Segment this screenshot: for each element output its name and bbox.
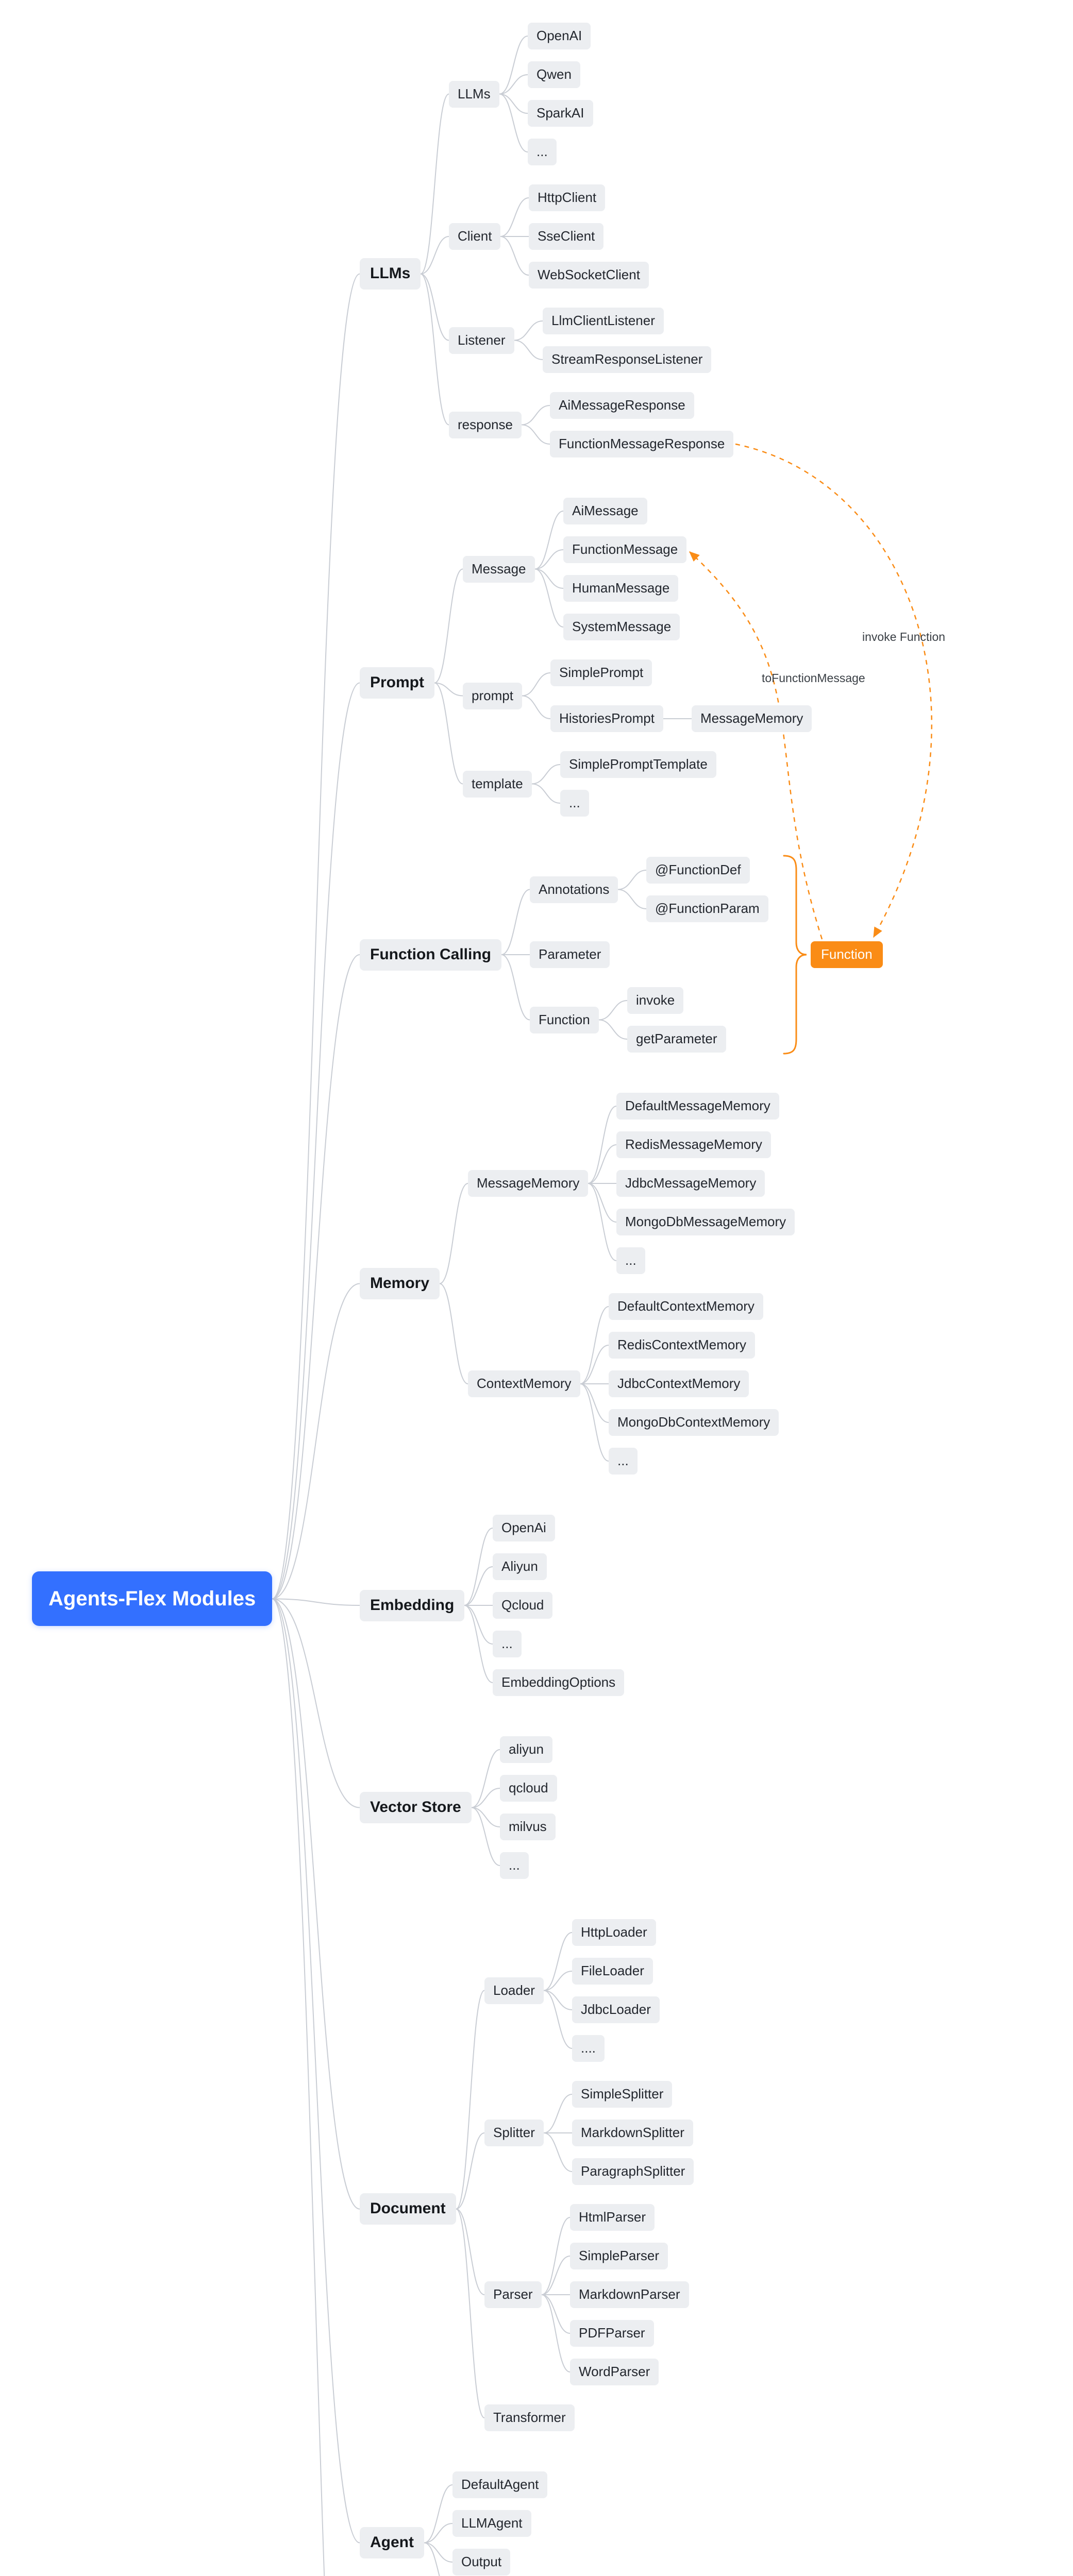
mindmap-node-wordparser: WordParser: [570, 2359, 659, 2385]
mindmap-node-ellipsis: ...: [493, 1631, 522, 1657]
mindmap-node-memory: Memory: [360, 1268, 440, 1299]
mindmap-node-jdbcmessagememory: JdbcMessageMemory: [616, 1170, 765, 1197]
mindmap-node-humanmessage: HumanMessage: [563, 575, 679, 602]
mindmap-node-rediscontextmemory: RedisContextMemory: [609, 1332, 755, 1359]
mindmap-node-simpleparser: SimpleParser: [570, 2243, 668, 2269]
mindmap-node-functionmessage: FunctionMessage: [563, 536, 687, 563]
mindmap-node-messagememory: MessageMemory: [468, 1170, 589, 1197]
mindmap-node-function-calling: Function Calling: [360, 939, 501, 971]
mindmap-node-invoke: invoke: [627, 987, 684, 1014]
mindmap-node-parameter: Parameter: [530, 941, 610, 968]
mindmap-node-getparameter: getParameter: [627, 1026, 726, 1053]
mindmap-node-openai: OpenAi: [493, 1515, 555, 1541]
mindmap-node-pdfparser: PDFParser: [570, 2320, 654, 2347]
mindmap-node-htmlparser: HtmlParser: [570, 2204, 655, 2231]
mindmap-node-simpleprompttemplate: SimplePromptTemplate: [560, 751, 716, 778]
mindmap-node-aliyun: aliyun: [500, 1736, 552, 1763]
mindmap-node-document: Document: [360, 2193, 456, 2225]
mindmap-node-mongodbcontextmemory: MongoDbContextMemory: [609, 1409, 779, 1436]
mindmap-node-embeddingoptions: EmbeddingOptions: [493, 1669, 625, 1696]
mindmap-node-splitter: Splitter: [484, 2120, 544, 2146]
mindmap-node-contextmemory: ContextMemory: [468, 1370, 580, 1397]
mindmap-node-functiondef: @FunctionDef: [646, 857, 750, 884]
mindmap-node-aimessageresponse: AiMessageResponse: [550, 392, 694, 419]
mindmap-node-llms: LLMs: [449, 81, 499, 108]
mindmap-node-historiesprompt: HistoriesPrompt: [550, 705, 663, 732]
mindmap-node-listener: Listener: [449, 327, 514, 354]
mindmap-node-ellipsis: ...: [500, 1852, 529, 1879]
mindmap-node-qcloud: qcloud: [500, 1775, 557, 1802]
mindmap-node-output: Output: [452, 2549, 511, 2575]
mindmap-node-template: template: [463, 771, 532, 798]
mindmap-node-ellipsis: ...: [560, 790, 589, 817]
mindmap-node-transformer: Transformer: [484, 2404, 575, 2431]
mindmap-node-llms: LLMs: [360, 258, 421, 290]
mindmap-node-redismessagememory: RedisMessageMemory: [616, 1131, 771, 1158]
mindmap-node-defaultcontextmemory: DefaultContextMemory: [609, 1293, 763, 1320]
mindmap-node-sparkai: SparkAI: [528, 100, 593, 127]
mindmap-node-aliyun: Aliyun: [493, 1553, 547, 1580]
mindmap-node-defaultmessagememory: DefaultMessageMemory: [616, 1093, 779, 1120]
mindmap-node-websocketclient: WebSocketClient: [529, 262, 649, 289]
mindmap-node-httpclient: HttpClient: [529, 184, 606, 211]
mindmap-node-ellipsis: ....: [572, 2035, 605, 2062]
mindmap-node-functionparam: @FunctionParam: [646, 895, 768, 922]
mindmap-node-httploader: HttpLoader: [572, 1919, 656, 1946]
mindmap-node-jdbccontextmemory: JdbcContextMemory: [609, 1370, 749, 1397]
mindmap-node-embedding: Embedding: [360, 1590, 465, 1621]
mindmap-node-prompt: prompt: [463, 683, 522, 709]
mindmap-node-vector-store: Vector Store: [360, 1792, 472, 1823]
mindmap-node-ellipsis: ...: [616, 1247, 645, 1274]
mindmap-node-functionmessageresponse: FunctionMessageResponse: [550, 431, 734, 457]
mindmap-node-annotations: Annotations: [530, 876, 618, 903]
mindmap-node-client: Client: [449, 223, 501, 250]
mindmap-node-systemmessage: SystemMessage: [563, 614, 680, 640]
mindmap-node-prompt: Prompt: [360, 667, 434, 699]
mindmap-node-defaultagent: DefaultAgent: [452, 2471, 548, 2498]
mindmap-node-message: Message: [463, 556, 535, 583]
mindmap-node-llmagent: LLMAgent: [452, 2510, 531, 2537]
mindmap-node-jdbcloader: JdbcLoader: [572, 1996, 660, 2023]
mindmap-node-markdownparser: MarkdownParser: [570, 2281, 689, 2308]
mindmap-node-simplesplitter: SimpleSplitter: [572, 2081, 673, 2108]
mindmap-node-parser: Parser: [484, 2281, 542, 2308]
mindmap-node-simpleprompt: SimplePrompt: [550, 659, 652, 686]
mindmap-node-response: response: [449, 412, 522, 438]
mindmap-node-sseclient: SseClient: [529, 223, 604, 250]
mindmap-node-ellipsis: ...: [528, 139, 557, 165]
to-function-message-arrow-label: toFunctionMessage: [762, 671, 865, 685]
mindmap-node-markdownsplitter: MarkdownSplitter: [572, 2120, 693, 2146]
mindmap-node-messagememory: MessageMemory: [692, 705, 812, 732]
mindmap-node-mongodbmessagememory: MongoDbMessageMemory: [616, 1209, 795, 1235]
invoke-function-arrow-label: invoke Function: [862, 630, 946, 643]
mindmap-node-openai: OpenAI: [528, 23, 591, 49]
mindmap-node-function: Function: [530, 1007, 599, 1033]
function-node: Function: [811, 941, 883, 968]
mindmap-node-streamresponselistener: StreamResponseListener: [543, 346, 712, 373]
mindmap-node-fileloader: FileLoader: [572, 1958, 653, 1985]
mindmap-node-loader: Loader: [484, 1977, 544, 2004]
mindmap-node-agent: Agent: [360, 2527, 424, 2558]
mindmap-node-qwen: Qwen: [528, 61, 580, 88]
mindmap-node-milvus: milvus: [500, 1814, 556, 1840]
mindmap-node-llmclientlistener: LlmClientListener: [543, 308, 664, 334]
mindmap-node-qcloud: Qcloud: [493, 1592, 553, 1619]
root-node: Agents-Flex Modules: [32, 1571, 273, 1626]
mindmap-node-paragraphsplitter: ParagraphSplitter: [572, 2158, 694, 2185]
mindmap-node-aimessage: AiMessage: [563, 498, 647, 524]
mindmap-node-ellipsis: ...: [609, 1448, 638, 1475]
